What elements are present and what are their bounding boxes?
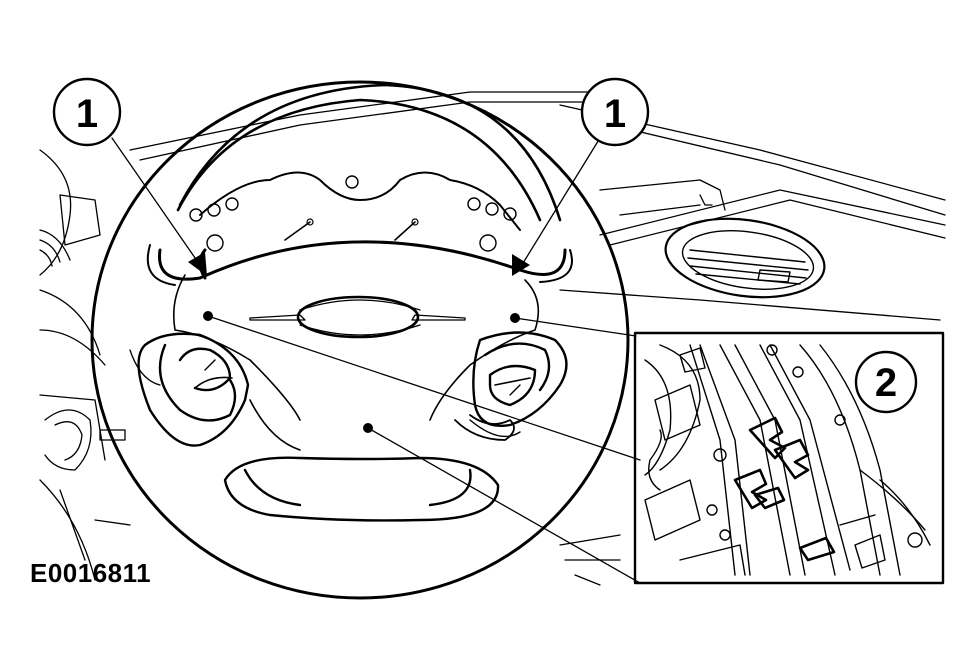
leader-hub-center	[367, 427, 641, 584]
callout-label: 2	[875, 361, 897, 405]
reference-points	[203, 311, 520, 433]
callout-label: 1	[76, 92, 98, 136]
arrowhead-left	[188, 252, 207, 276]
callout-1-left: 1	[52, 77, 122, 147]
callout-2: 2	[854, 350, 918, 414]
leader-1-left	[111, 137, 203, 269]
airbag-upper-edge	[158, 240, 567, 281]
leader-hub-left	[207, 315, 641, 461]
callout-1-right: 1	[580, 77, 650, 147]
leader-1-right	[519, 137, 601, 269]
left-switch-pod	[137, 332, 250, 447]
leader-hub-right	[514, 317, 637, 337]
dash-panel	[599, 179, 726, 216]
steering-wheel-rim	[90, 80, 630, 600]
air-vent	[664, 217, 826, 299]
right-switch-pod	[472, 331, 568, 427]
airbag-module	[172, 274, 540, 421]
reference-point-center	[363, 423, 373, 433]
reference-point-left	[203, 311, 213, 321]
leader-lines	[111, 137, 641, 584]
reference-point-right	[510, 313, 520, 323]
lower-spoke	[223, 399, 521, 522]
callout-label: 1	[604, 92, 626, 136]
figure-id: E0016811	[30, 558, 152, 588]
detail-inset-drawing	[644, 344, 931, 576]
instrument-cluster	[176, 98, 542, 252]
arrowheads	[188, 252, 530, 276]
arrowhead-right	[512, 254, 530, 276]
